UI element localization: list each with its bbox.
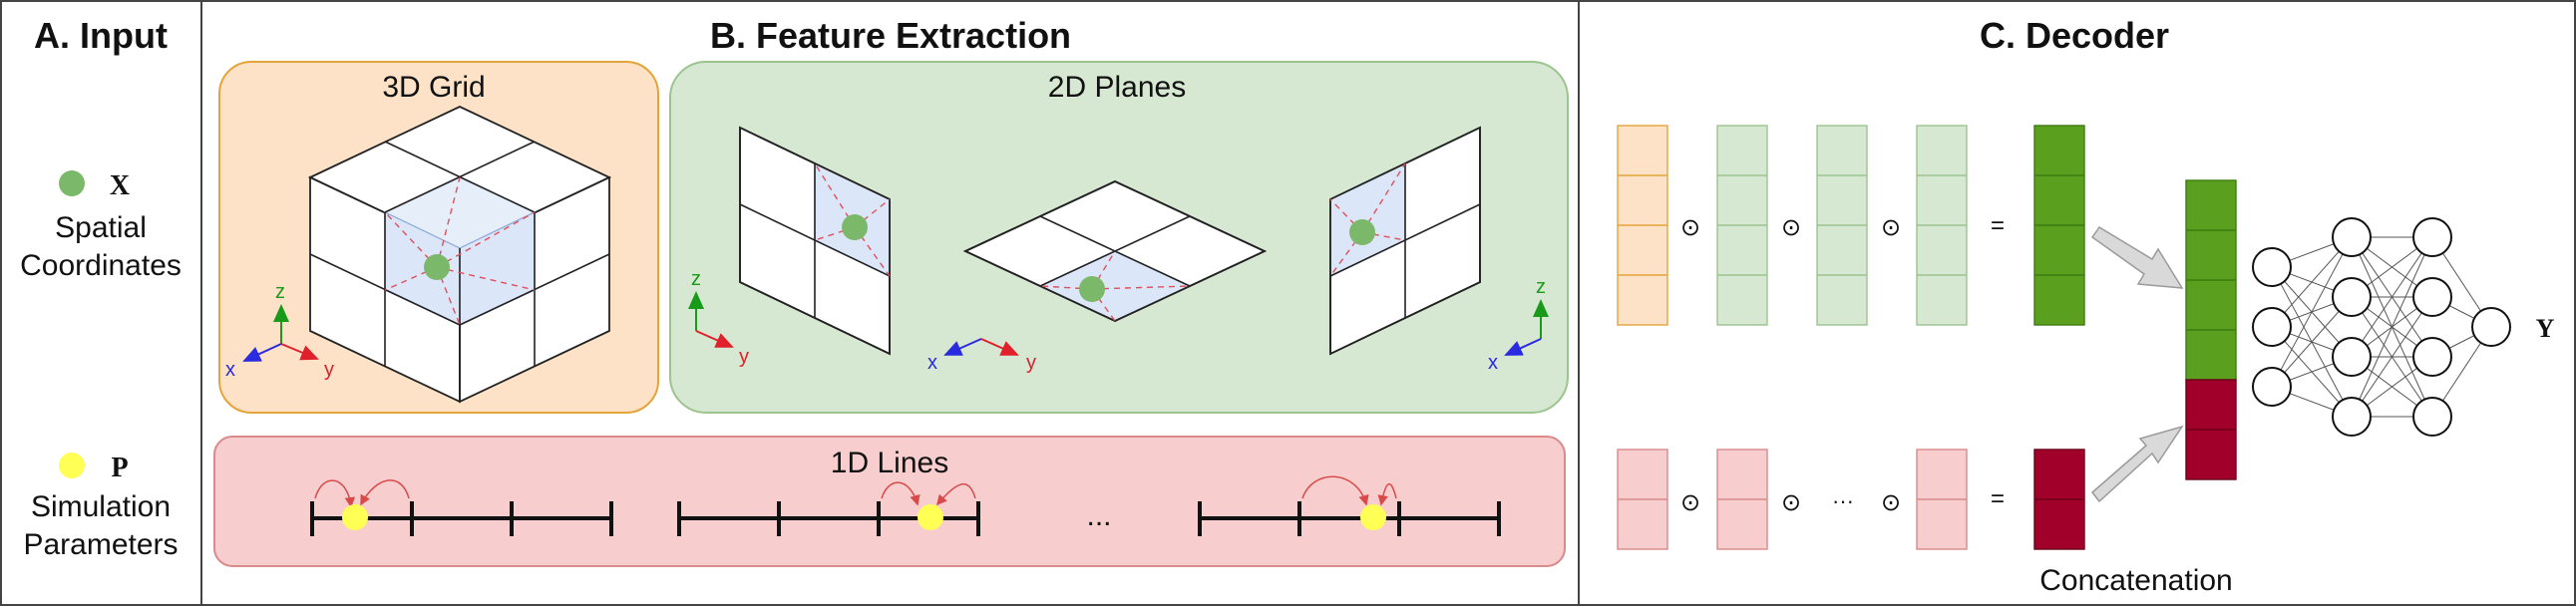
feature-vector-3d (1617, 125, 1668, 326)
decoder-top-row: ⊙ ⊙ ⊙ = (1617, 125, 2085, 326)
panel-3d-grid: 3D Grid (218, 61, 659, 414)
mlp-edge (2351, 236, 2433, 418)
spatial-label-line2: Coordinates (20, 249, 182, 282)
arrow-top-to-concat (2090, 225, 2184, 289)
axis-label-x: x (1488, 352, 1498, 374)
axis-label-z: z (275, 281, 285, 303)
equals-bottom: = (1991, 485, 2005, 512)
panel-2d-planes: 2D Planes z y (669, 61, 1569, 414)
parameter-symbol: P (111, 453, 128, 483)
plane-1 (739, 126, 891, 356)
parameter-feature-vector (2033, 449, 2085, 550)
dot-op-6: ⊙ (1881, 489, 1901, 516)
axes-plane-3: z x (1488, 276, 1549, 374)
mlp-edge (2351, 236, 2433, 358)
axes-plane-2: y x (927, 338, 1036, 374)
dot-op-5: ⊙ (1781, 489, 1801, 516)
axis-label-x: x (927, 352, 937, 374)
line-1d-3 (1198, 501, 1501, 536)
axis-label-y: y (1026, 352, 1036, 374)
plane-1-query-point (842, 214, 868, 240)
mlp-neuron-layer-1 (2252, 307, 2292, 347)
section-title-feature-extraction: B. Feature Extraction (710, 15, 1071, 56)
spatial-feature-vector (2033, 125, 2085, 326)
cube-query-point (424, 254, 450, 280)
mlp-nodes (2252, 217, 2511, 437)
mlp-neuron-layer-2 (2332, 397, 2372, 437)
axis-label-x: x (225, 359, 235, 381)
mlp-neuron-layer-1 (2252, 367, 2292, 407)
dot-op-2: ⊙ (1781, 214, 1801, 241)
output-symbol: Y (2536, 314, 2555, 343)
panel-2d-planes-title: 2D Planes (1048, 71, 1186, 104)
mlp-neuron-layer-2 (2332, 217, 2372, 257)
equals-top: = (1991, 212, 2005, 239)
spatial-point-icon (59, 170, 85, 196)
parameter-point-icon (59, 453, 85, 478)
line-1d-1-query-point (342, 504, 368, 530)
panel-1d-lines-title: 1D Lines (831, 447, 948, 479)
mlp-neuron-layer-3 (2412, 337, 2452, 377)
input-parameters: P Simulation Parameters (23, 453, 179, 561)
input-spatial: X Spatial Coordinates (20, 170, 182, 282)
spatial-label-line1: Spatial (55, 211, 147, 244)
parameter-label-line1: Simulation (31, 490, 171, 523)
feature-vector-line-2 (1716, 449, 1768, 550)
panel-1d-lines-bg (213, 436, 1566, 567)
concat-arrows (2090, 225, 2184, 503)
concatenated-vector (2185, 179, 2237, 480)
mlp-neuron-layer-3 (2412, 397, 2452, 437)
spatial-symbol: X (110, 170, 130, 201)
line-1d-3-interp (1301, 475, 1397, 506)
axes-plane-1: z y (688, 268, 749, 368)
mlp-neuron-layer-3 (2412, 277, 2452, 317)
feature-vector-plane-2 (1816, 125, 1868, 326)
axis-label-y: y (739, 346, 749, 368)
mlp-edge (2271, 296, 2353, 388)
line-1d-2-interp (881, 481, 976, 506)
mlp-neuron-layer-2 (2332, 337, 2372, 377)
mlp-neuron-layer-4 (2471, 307, 2511, 347)
axis-label-y: y (324, 359, 334, 381)
panel-1d-lines: 1D Lines ... (213, 436, 1566, 567)
section-title-decoder: C. Decoder (1980, 15, 2169, 56)
axis-label-z: z (691, 268, 701, 290)
arrow-bottom-to-concat (2090, 425, 2184, 503)
panel-3d-grid-title: 3D Grid (382, 71, 485, 104)
parameter-label-line2: Parameters (23, 528, 178, 561)
decoder-ellipsis: ··· (1832, 488, 1854, 513)
line-1d-2-query-point (918, 504, 943, 530)
plane-2 (962, 180, 1268, 322)
plane-3-query-point (1349, 219, 1375, 245)
axes-3d-grid: z y x (225, 281, 334, 381)
dot-op-3: ⊙ (1881, 214, 1901, 241)
axis-label-z: z (1536, 276, 1546, 298)
mlp-edge (2271, 236, 2353, 328)
mlp-neuron-layer-3 (2412, 217, 2452, 257)
mlp-neuron-layer-1 (2252, 247, 2292, 287)
line-1d-3-query-point (1360, 504, 1386, 530)
concatenation-label: Concatenation (2039, 564, 2232, 597)
mlp-network (2252, 217, 2511, 437)
mlp-edges (2271, 236, 2492, 418)
feature-vector-plane-3 (1916, 125, 1968, 326)
mlp-edge (2351, 296, 2433, 418)
mlp-neuron-layer-2 (2332, 277, 2372, 317)
dot-op-1: ⊙ (1680, 214, 1700, 241)
decoder-bottom-row: ⊙ ⊙ ··· ⊙ = (1617, 449, 2085, 550)
feature-vector-plane-1 (1716, 125, 1768, 326)
section-title-input: A. Input (34, 15, 168, 56)
feature-vector-line-1 (1617, 449, 1668, 550)
lines-ellipsis: ... (1086, 499, 1111, 532)
line-1d-1-interp (314, 479, 410, 508)
plane-2-query-point (1079, 276, 1105, 302)
mlp-edge (2271, 236, 2353, 388)
plane-3 (1329, 126, 1481, 356)
feature-vector-line-n (1916, 449, 1968, 550)
dot-op-4: ⊙ (1680, 489, 1700, 516)
